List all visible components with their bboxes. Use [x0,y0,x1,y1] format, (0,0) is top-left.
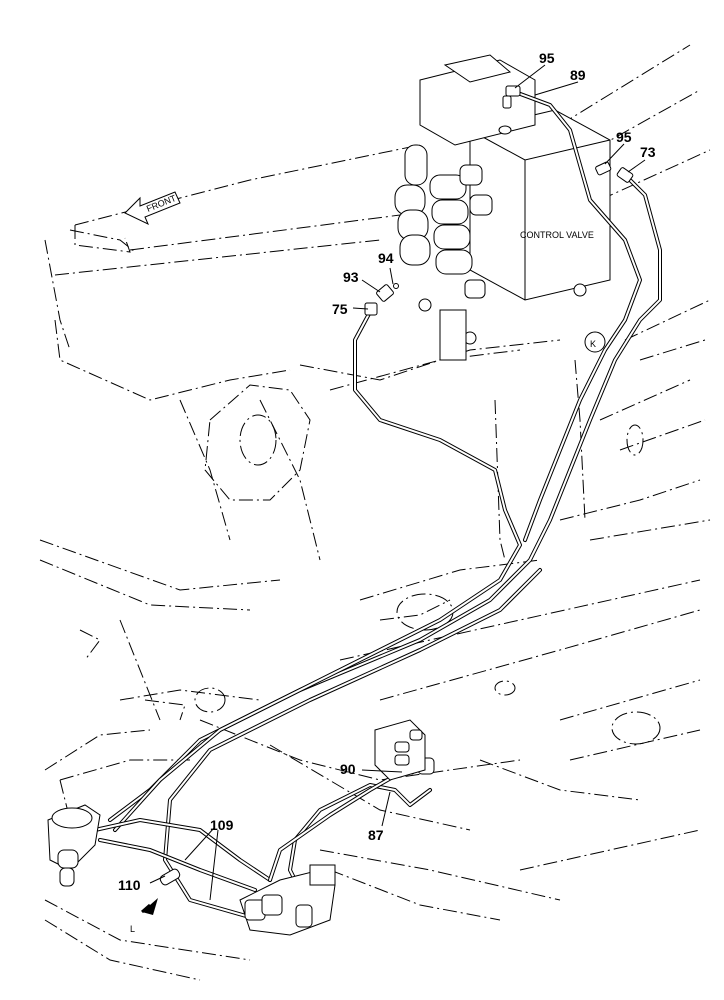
callout-73: 73 [640,144,656,160]
callout-109: 109 [210,817,234,833]
pilot-valve-block [374,719,426,781]
view-marker-text: K [590,339,596,349]
callout-94: 94 [378,250,394,266]
callout-110: 110 [118,877,141,893]
callout-87: 87 [368,827,384,843]
control-valve: CONTROL VALVE [394,54,611,361]
callout-leaders [149,64,646,901]
callout-93: 93 [343,269,359,285]
fitting-95-top [502,85,521,109]
hose-75 [113,310,522,832]
fitting-73 [616,167,634,183]
callout-95-top: 95 [539,50,555,66]
view-arrow-label: L [130,924,135,934]
hose-89 [513,90,642,542]
callout-89: 89 [570,67,586,83]
chassis-outline [39,44,711,981]
hose-pair-lower [93,568,542,922]
callout-90: 90 [340,761,356,777]
solenoid-valve-block [239,864,336,936]
hose-protector-110 [159,868,181,886]
hose-90 [268,768,407,882]
fitting-95-right [595,161,612,176]
callout-95-right: 95 [616,129,632,145]
view-arrow-l: L [130,898,158,934]
left-pilot-valve [47,804,101,887]
hose-87 [288,783,432,892]
fitting-93-94 [376,283,399,302]
callout-75: 75 [332,301,348,317]
control-valve-label: CONTROL VALVE [520,230,594,240]
callout-labels: 95 89 95 73 94 93 75 90 87 109 110 [118,50,656,893]
front-direction-arrow: FRONT [124,191,181,226]
view-marker-k: K [584,331,606,353]
